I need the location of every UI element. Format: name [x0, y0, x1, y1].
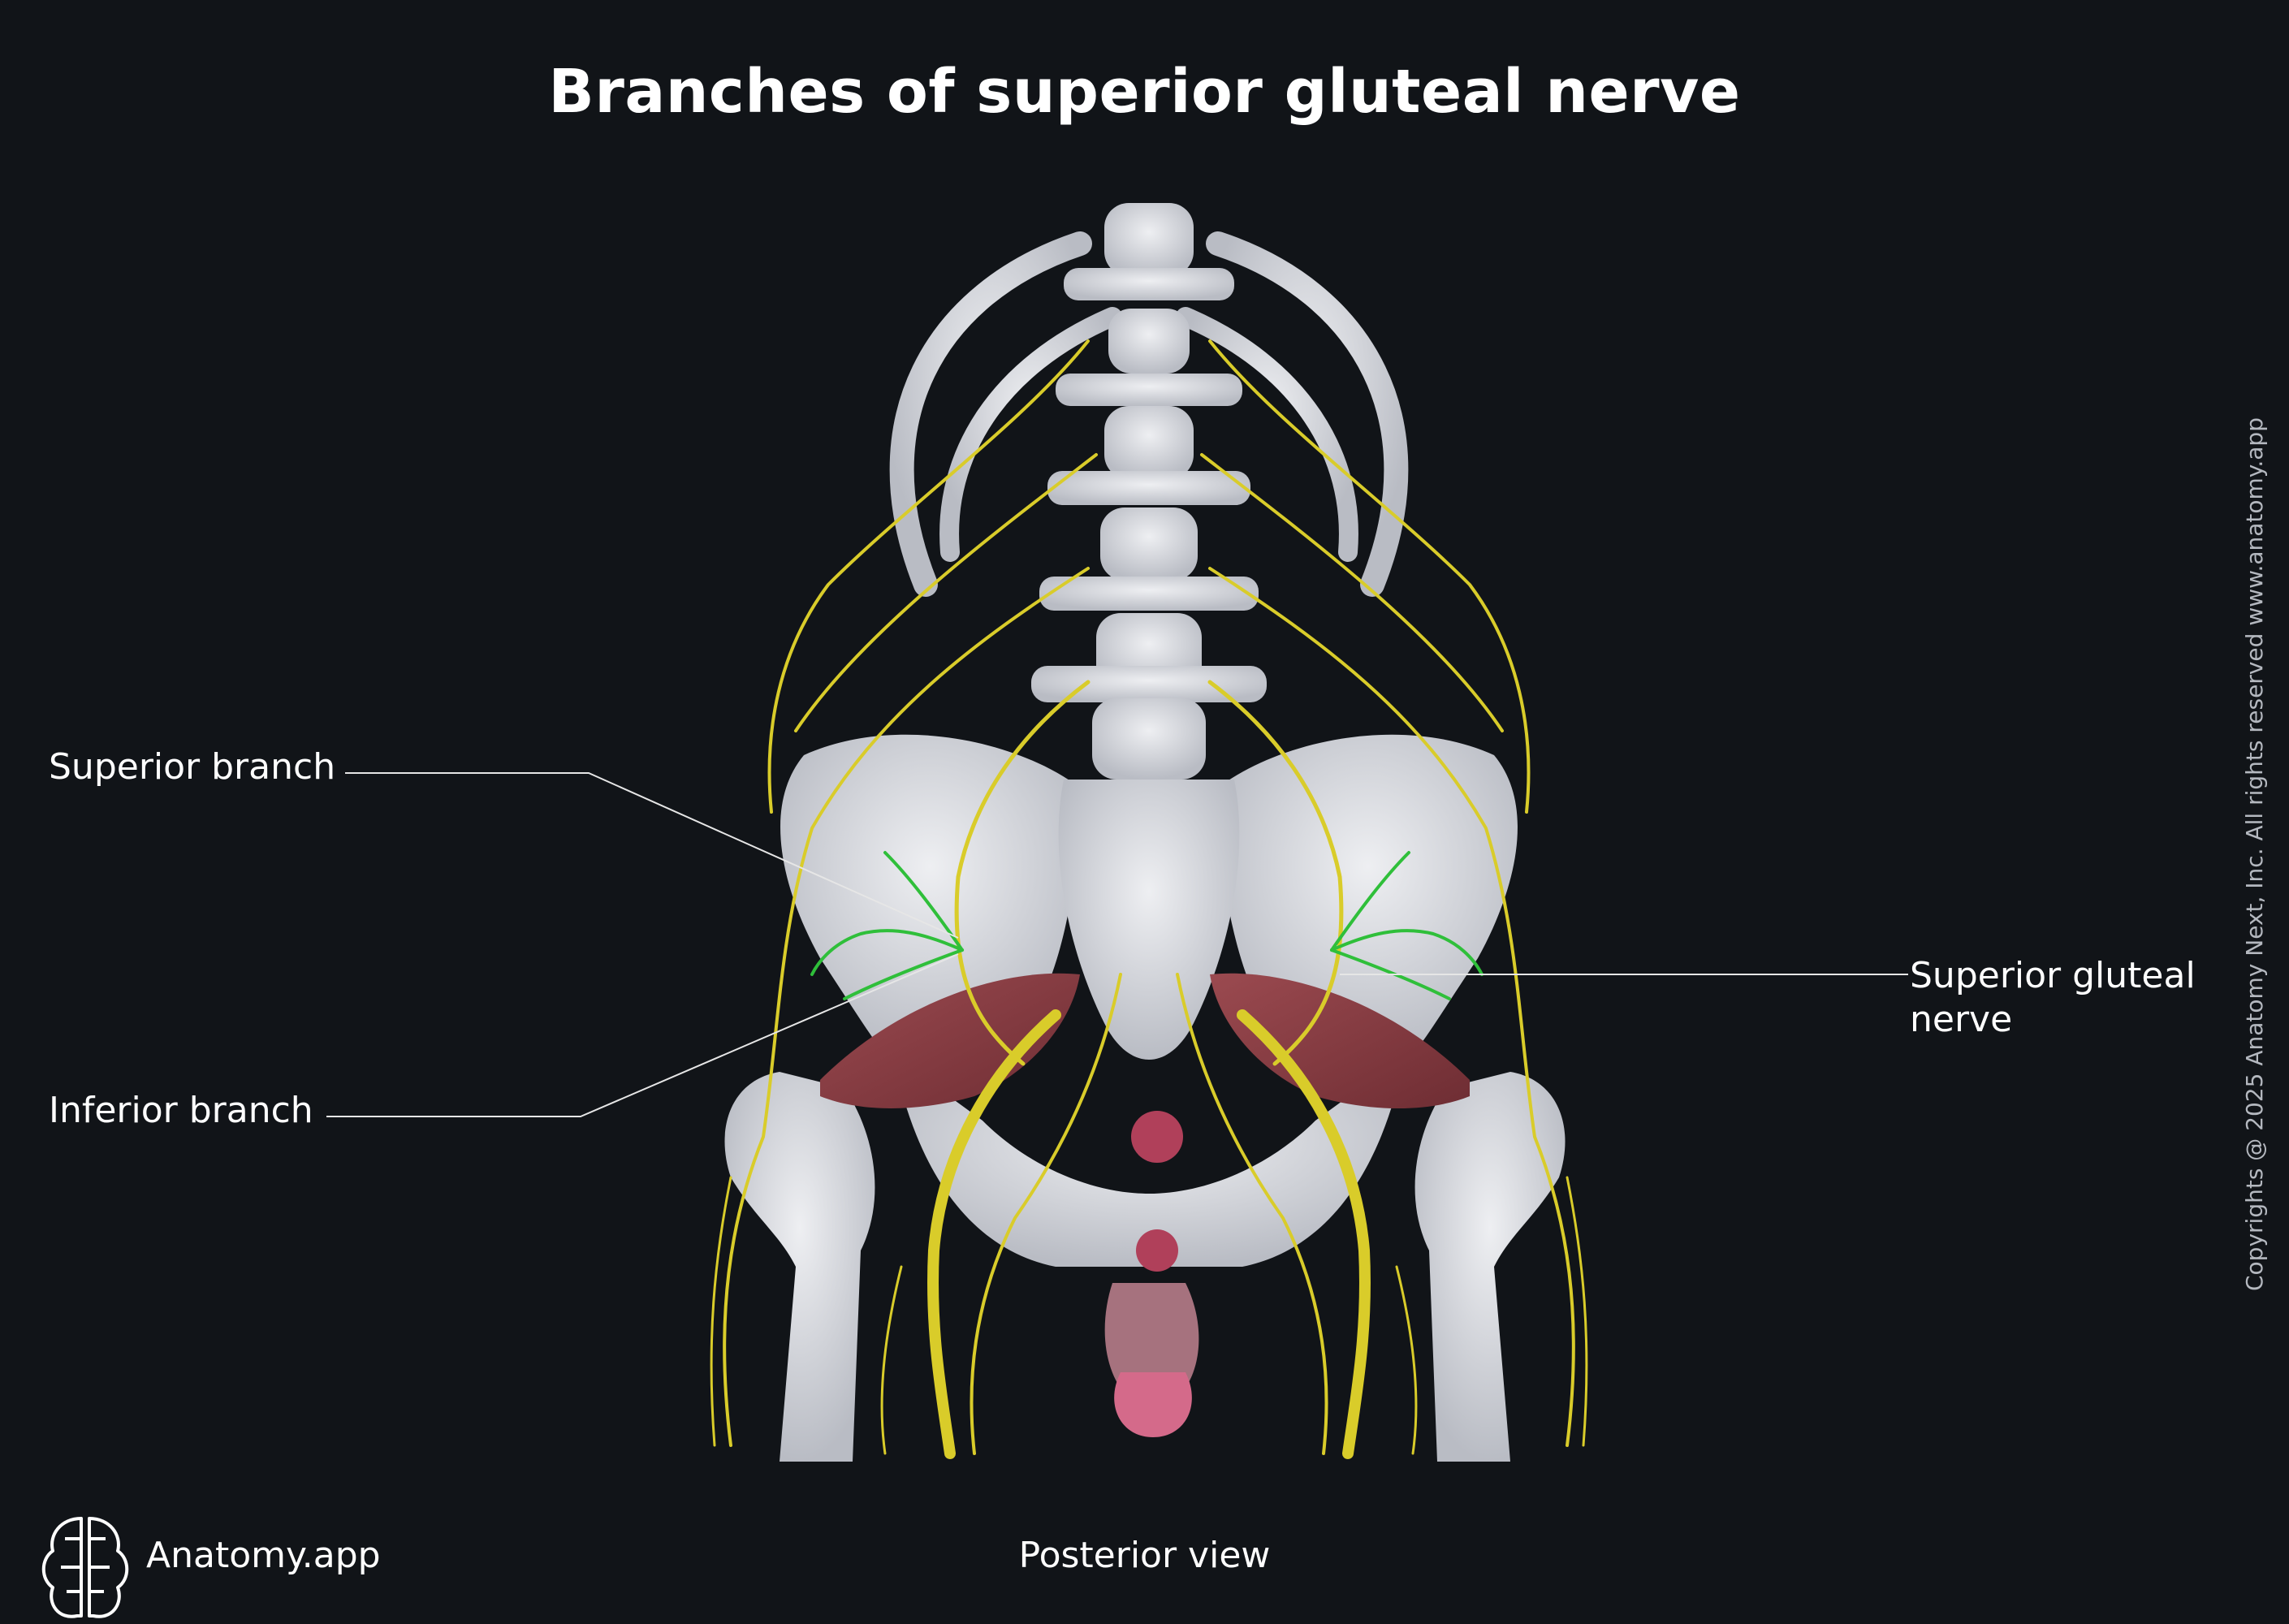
leader-lines: [326, 772, 1908, 1117]
piriformis-muscles: [820, 973, 1470, 1108]
page-title: Branches of superior gluteal nerve: [548, 57, 1741, 127]
inferior-branch-label: Inferior branch: [49, 1090, 313, 1131]
nerves: [710, 339, 1588, 1459]
brain-logo-icon: [41, 1517, 129, 1618]
ribs: [889, 231, 1409, 597]
superior-gluteal-nerve-label-line2: nerve: [1910, 999, 2013, 1040]
brand-name[interactable]: Anatomy.app: [146, 1535, 381, 1576]
superior-branch-leader: [345, 772, 959, 939]
view-caption: Posterior view: [1018, 1535, 1271, 1576]
lumbar-spine: [1031, 203, 1267, 780]
superior-gluteal-nerve-label: Superior gluteal nerve: [1910, 954, 2196, 1042]
femurs: [724, 1072, 1566, 1462]
inferior-branch-leader: [326, 953, 959, 1117]
superior-gluteal-nerve-label-line1: Superior gluteal: [1910, 955, 2196, 996]
hip-bones: [780, 734, 1518, 1267]
copyright-notice: Copyrights @ 2025 Anatomy Next, Inc. All…: [2241, 417, 2268, 1291]
superior-branch-label: Superior branch: [49, 746, 336, 788]
pelvic-organs: [1104, 1111, 1199, 1437]
